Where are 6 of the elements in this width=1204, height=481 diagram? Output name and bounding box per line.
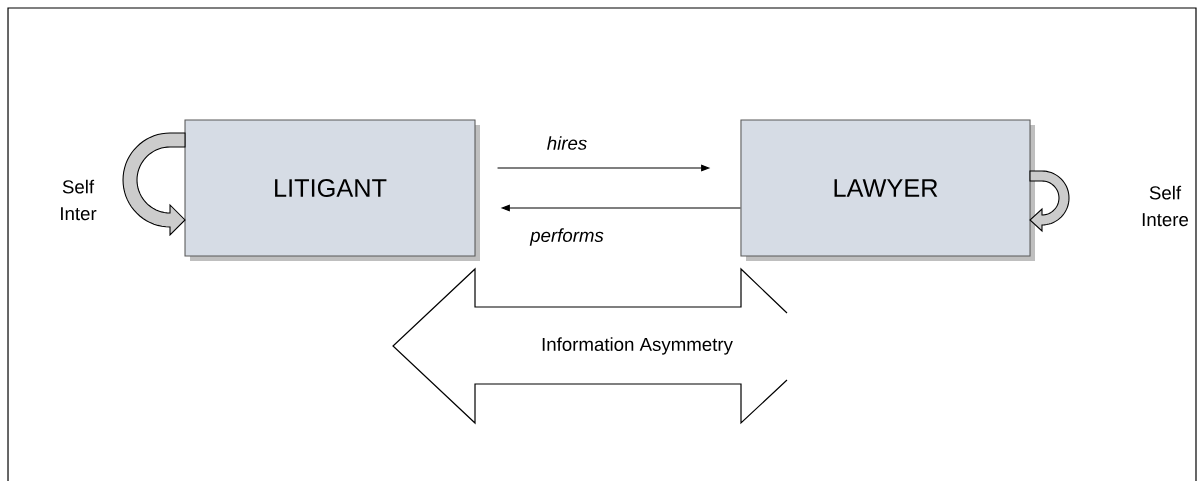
edge-label: hires (545, 134, 589, 152)
edge-label: performs (528, 226, 606, 248)
side-label: Self Inter (61, 179, 97, 221)
box: LAWYER (740, 119, 1035, 261)
side-label: Self Intere (1142, 185, 1189, 227)
box: LITIGANT (184, 119, 480, 261)
